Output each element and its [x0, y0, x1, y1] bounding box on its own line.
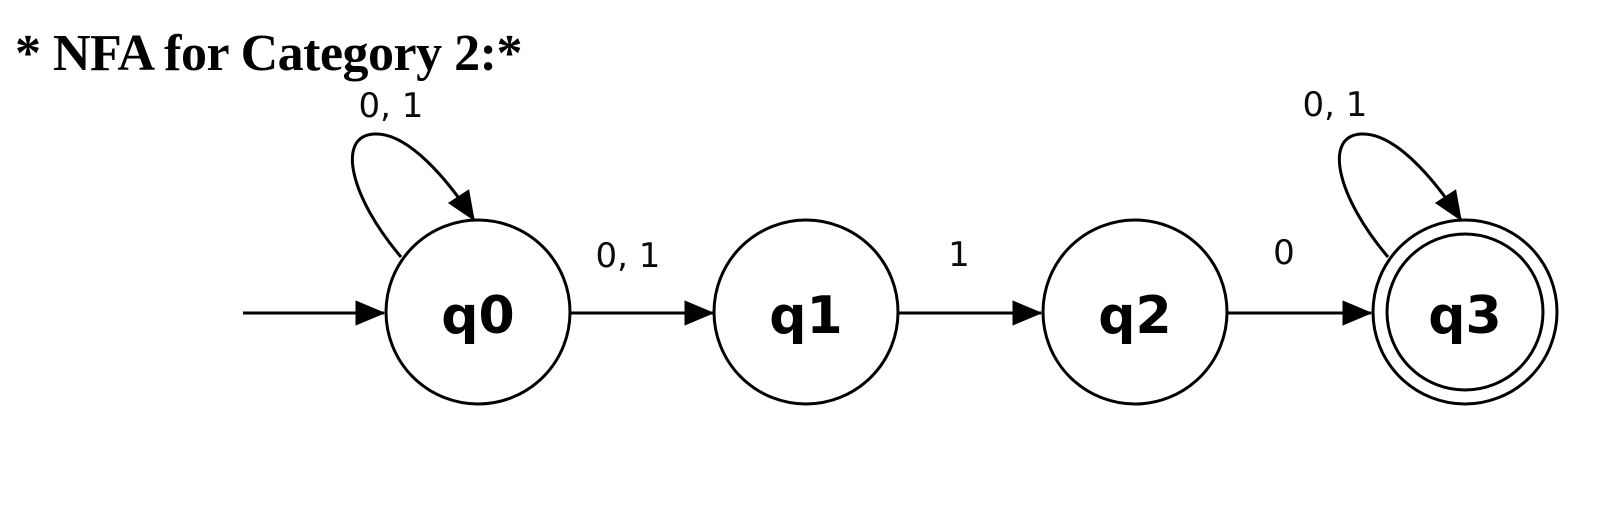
state-q3-label: q3 — [1428, 286, 1501, 346]
state-q0: q0 — [384, 218, 572, 406]
state-q3: q3 — [1371, 218, 1559, 406]
state-q1-label: q1 — [769, 286, 842, 346]
state-q2: q2 — [1041, 218, 1229, 406]
transition-q2-q3-label: 0 — [1273, 233, 1295, 273]
state-q3-outer-circle — [1371, 218, 1559, 406]
self-loop-q0: 0, 1 — [351, 86, 476, 258]
diagram-title: * NFA for Category 2:* — [15, 25, 522, 82]
self-loop-q3-label: 0, 1 — [1303, 85, 1368, 125]
state-q3-inner-circle — [1385, 232, 1545, 392]
transition-q1-q2: 1 — [898, 235, 1043, 326]
state-q2-circle — [1041, 218, 1229, 406]
state-q1-circle — [712, 218, 900, 406]
state-q1: q1 — [712, 218, 900, 406]
transition-q0-q1: 0, 1 — [570, 236, 715, 326]
state-q0-circle — [384, 218, 572, 406]
state-q2-label: q2 — [1098, 286, 1171, 346]
transition-q2-q3: 0 — [1227, 233, 1373, 326]
self-loop-q3-path — [1338, 132, 1463, 258]
self-loop-q0-path — [351, 132, 476, 258]
transition-q0-q1-label: 0, 1 — [596, 236, 661, 276]
self-loop-q0-label: 0, 1 — [359, 86, 424, 126]
state-q0-label: q0 — [441, 286, 514, 346]
self-loop-q3: 0, 1 — [1303, 85, 1463, 258]
transition-q1-q2-label: 1 — [948, 235, 970, 275]
